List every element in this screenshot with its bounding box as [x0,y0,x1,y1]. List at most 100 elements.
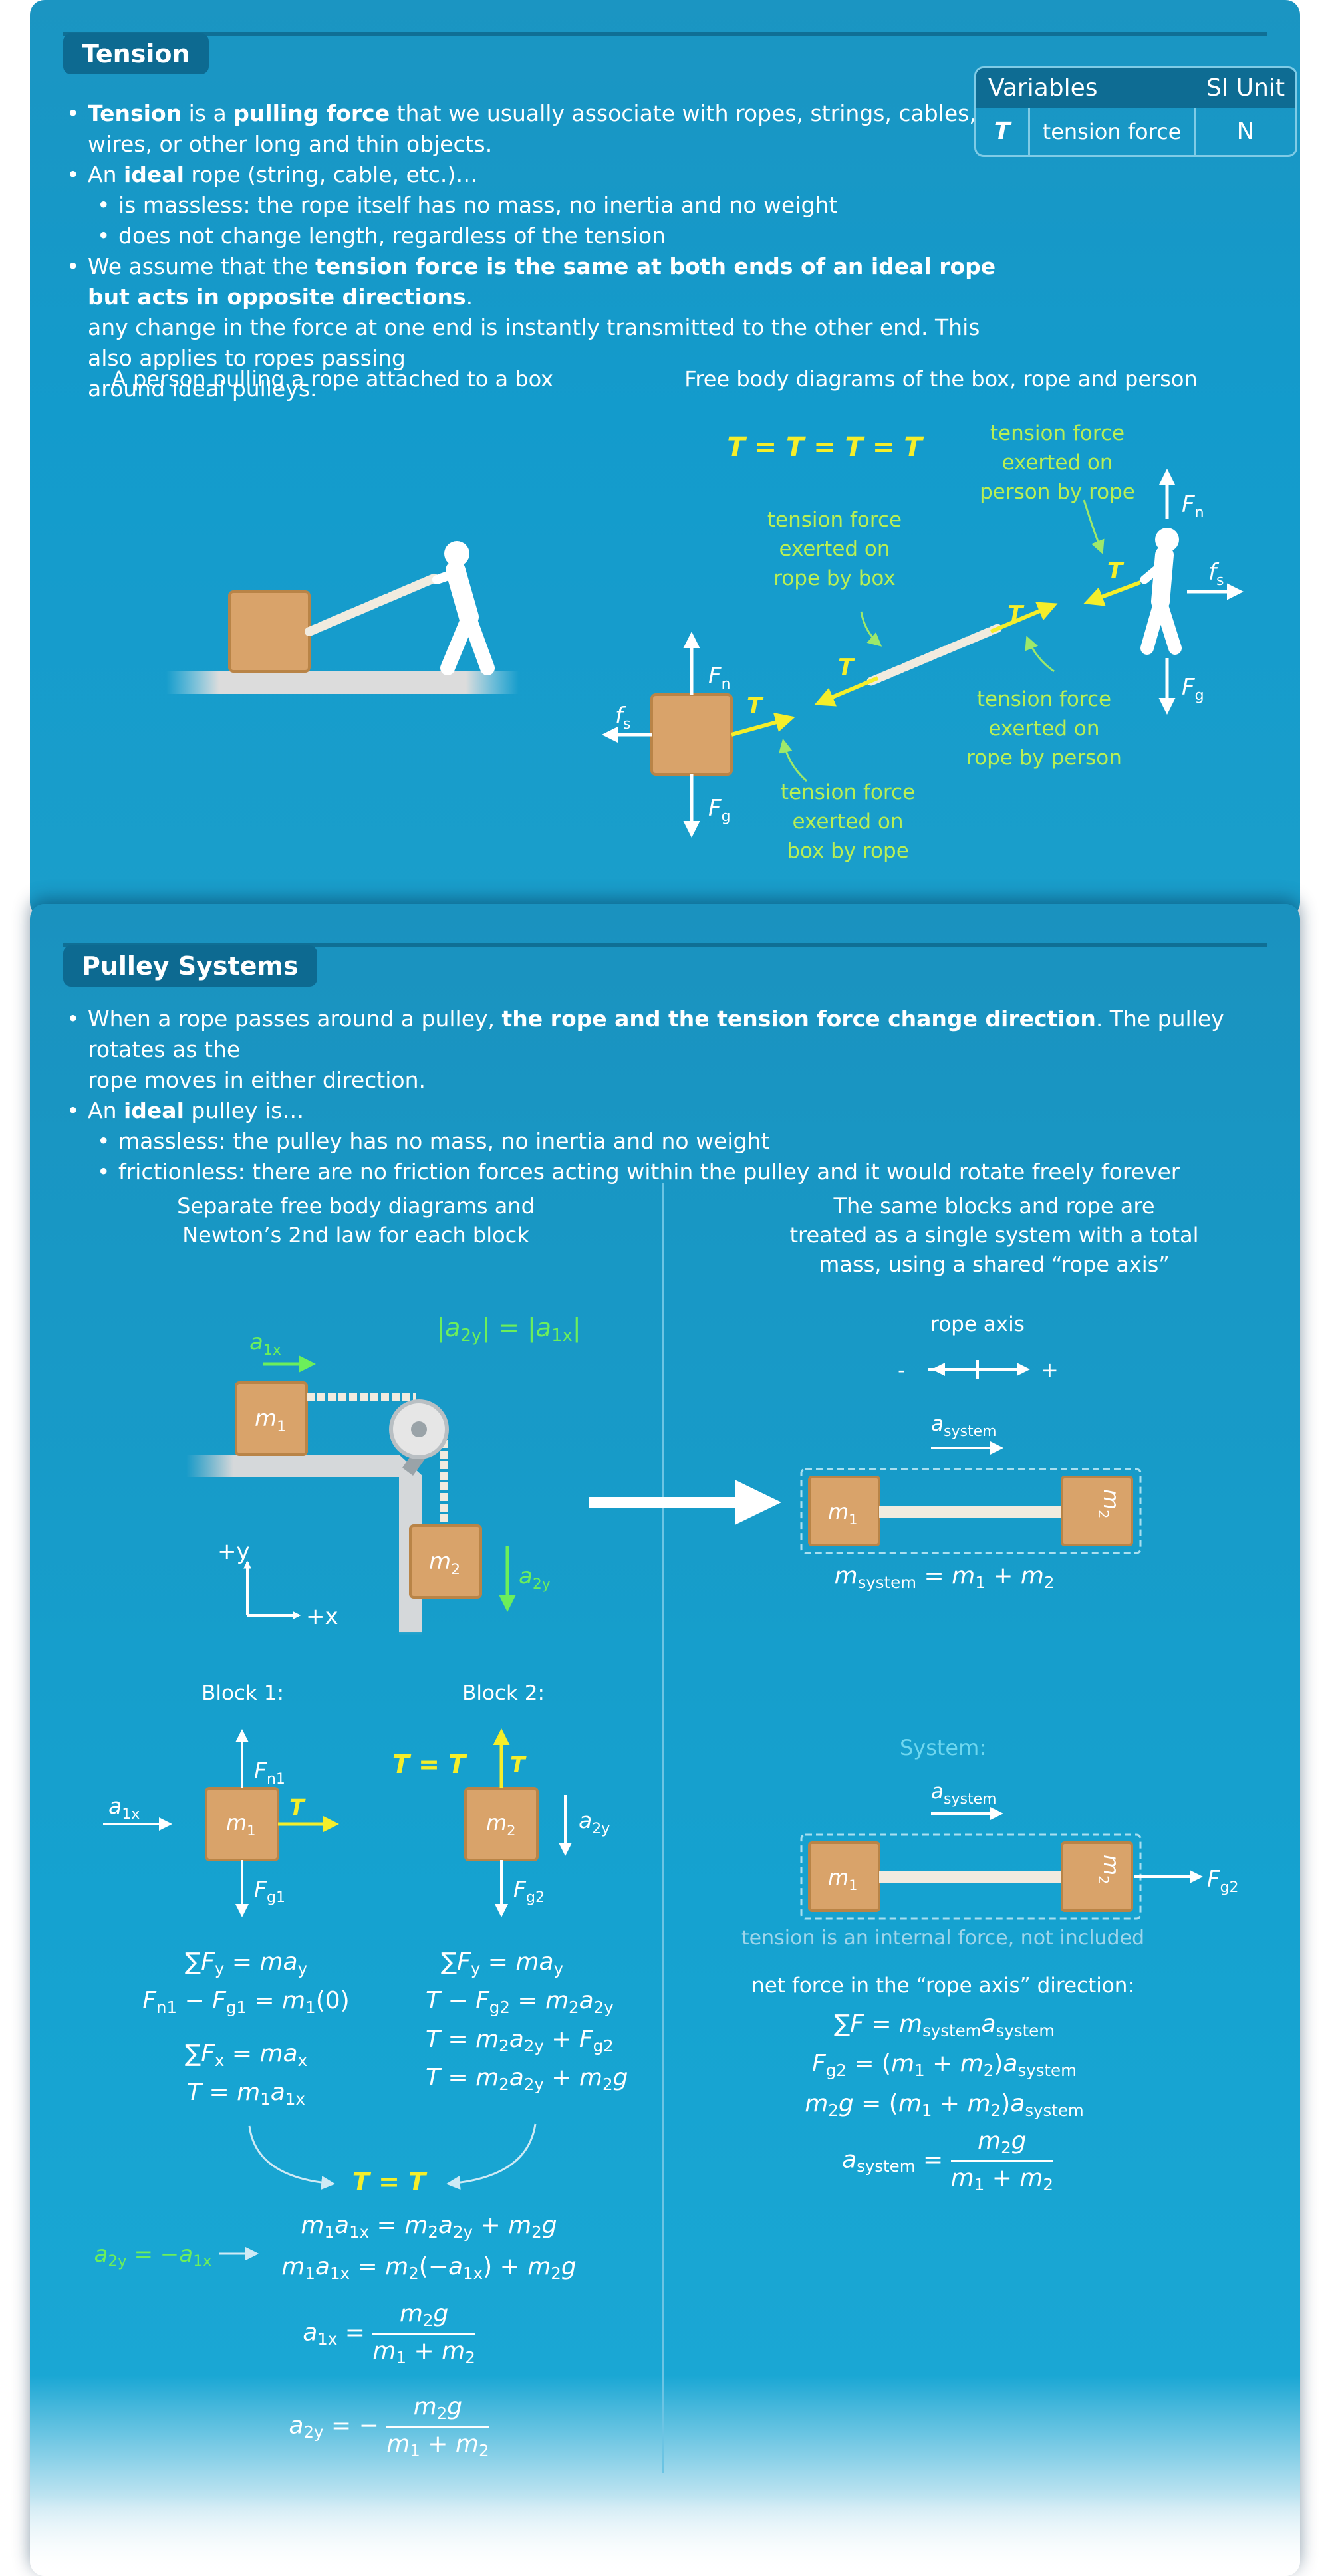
bullet-continuation: around ideal pulleys. [88,376,317,402]
tension-name: tension force [1028,108,1194,155]
a-system-label-1: asystem [931,1412,997,1440]
t-label-rope-right: T [1007,601,1025,628]
system2-block-m2 [1061,1841,1133,1912]
caption-line: exerted on [792,810,904,834]
tension-symbol: T [994,118,1011,145]
fbd-rope [814,602,1058,707]
sub-bullet-item: frictionless: there are no friction forc… [66,1157,1297,1187]
system-label: System: [900,1735,986,1760]
person-figure [432,541,495,675]
a-system-label-2: asystem [931,1780,997,1808]
section-rule-pulley [63,943,1267,947]
block2-label: Block 2: [462,1681,545,1705]
fbd-rope-shape [866,624,1002,686]
tension-unit: N [1194,108,1295,155]
block1-equations: ∑Fy = may Fn1 − Fg1 = m1(0) ∑Fx = max T … [142,1948,350,2109]
caption-line: Newton’s 2nd law for each block [182,1223,529,1248]
t-label-box: T [747,693,764,719]
rope-axis-plus: + [1041,1357,1059,1383]
block1-label: Block 1: [201,1681,284,1705]
rope-axis-minus: - [898,1357,906,1383]
block-m1 [235,1381,308,1456]
plus-x-label: +x [306,1603,338,1630]
fg-label-person: Fg [1182,674,1204,704]
fbd-box-shape [650,693,733,776]
tension-diagrams: Fn Fg fs T T T T Fn Fg f [166,469,1244,838]
fn-label-person: Fn [1182,491,1204,521]
caption-line: treated as a single system with a total [789,1223,1199,1248]
t2-label: T [510,1752,527,1778]
bullet-item: We assume that the tension force is the … [66,251,998,312]
fs-label-box: fs [615,703,630,733]
system-mass-equation: msystem = m1 + m2 [834,1562,1055,1592]
fg2-label: Fg2 [513,1876,545,1906]
t-label-rope-left: T [838,654,855,681]
caption-line: rope by box [773,566,896,590]
bullet-item: When a rope passes around a pulley, the … [66,1004,1297,1065]
t-label-person: T [1107,558,1125,584]
bullet-continuation: wires, or other long and thin objects. [88,131,493,157]
bullet-item: Tension is a pulling force that we usual… [66,98,998,129]
caption-single-system: The same blocks and rope are treated as a… [745,1191,1244,1279]
system-rope-2 [879,1871,1062,1883]
sub-bullet-item: does not change length, regardless of th… [66,221,998,251]
fbd-person [1083,469,1244,715]
fbd-box [602,632,795,838]
block2-equations: ∑Fy = may T − Fg2 = m2a2y T = m2a2y + Fg… [426,1948,628,2094]
system-block-m2 [1061,1476,1133,1546]
bullet-text: ideal [123,162,184,187]
box [228,590,311,673]
bullet-text: tension force is the same at both ends o… [88,253,996,310]
sub-bullet-item: is massless: the rope itself has no mass… [66,190,998,221]
caption-line: rope by person [966,746,1122,770]
bullet-text: rope (string, cable, etc.)… [184,162,478,187]
caption-line: exerted on [779,537,890,561]
bullet-text: . The pulley rotates as the [88,1006,1224,1062]
block-m2 [409,1524,482,1599]
caption-person-pulling: A person pulling a rope attached to a bo… [111,366,554,392]
tension-card: Tension Tension is a pulling force that … [30,0,1300,917]
caption-line: The same blocks and rope are [833,1193,1155,1219]
bullet-item: An ideal rope (string, cable, etc.)… [66,160,998,190]
column-divider [662,1183,664,2473]
caption-line: tension force [780,780,916,804]
a2y-fbd-label: a2y [579,1808,610,1837]
section-rule [63,32,1267,36]
bullet-text: We assume that the [88,253,316,279]
a1x-fbd-label: a1x [108,1793,140,1823]
combined-tension-equality: T = T [352,2167,426,2196]
caption-line: person by rope [980,480,1135,504]
bullet-continuation: rope moves in either direction. [88,1067,426,1093]
bullet-text: Tension [88,100,182,126]
fbd-person-figure [1140,528,1182,655]
bullet-text: ideal [123,1098,184,1123]
section-title-tension: Tension [63,33,209,74]
section-title-pulley: Pulley Systems [63,945,317,987]
pulley-scene [186,1355,516,1635]
rope-axis-label: rope axis [930,1312,1025,1336]
bullet-item: An ideal pulley is… [66,1096,1297,1126]
pulley-card: Pulley Systems When a rope passes around… [30,904,1300,2576]
tension-equality: T = T = T = T [727,432,922,463]
bullet-continuation: any change in the force at one end is in… [88,314,980,371]
combined-equations: m1a1x = m2a2y + m2g m1a1x = m2(−a1x) + m… [281,2212,577,2283]
system-outline-1 [800,1468,1142,1554]
bullet-text: is a [182,100,234,126]
pulley-diagrams: a1x a2y m1 m2 +y +x rope axis - + asyste… [103,1312,1239,2261]
internal-force-note: tension is an internal force, not includ… [741,1927,1144,1950]
a2y-label: a2y [519,1563,551,1593]
si-unit-header: SI Unit [1206,74,1285,102]
caption-line: mass, using a shared “rope axis” [819,1252,1170,1277]
a1x-label: a1x [249,1329,281,1359]
sub-bullet-item: massless: the pulley has no mass, no ine… [66,1126,1297,1157]
system-rope-1 [879,1506,1062,1518]
bullet-text: When a rope passes around a pulley, [88,1006,502,1032]
